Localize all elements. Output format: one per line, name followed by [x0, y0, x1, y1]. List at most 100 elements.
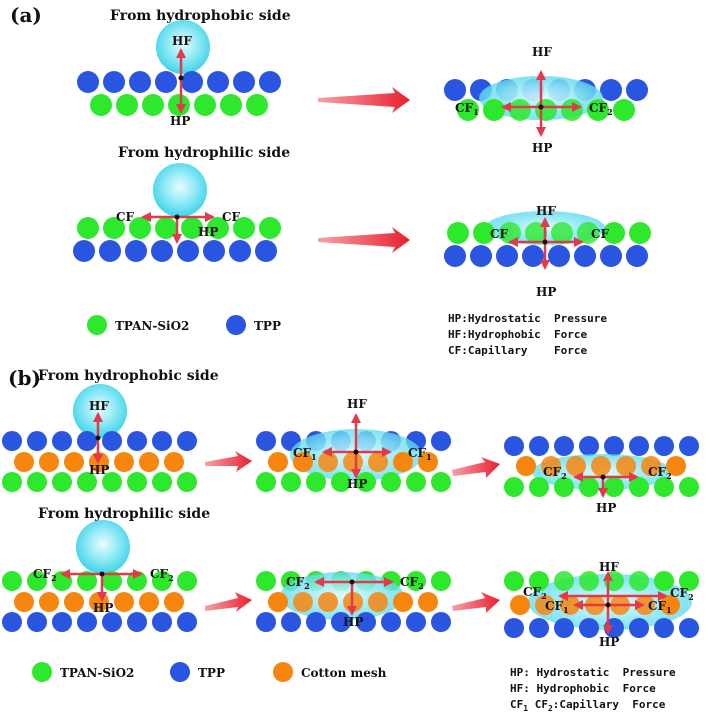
- legend-green-label: TPAN-SiO2: [60, 666, 134, 680]
- hf-label: HF: [599, 560, 619, 574]
- blue-particle-row: [444, 245, 648, 267]
- b-hydrophobic-middle: HF HP CF1 CF1: [256, 397, 451, 492]
- svg-text:CF2: CF2: [286, 575, 310, 591]
- b-hydrophilic-after: HF HP CF2 CF2 CF1 CF1: [504, 560, 699, 649]
- note-cf: CF:Capillary Force: [448, 344, 587, 357]
- cf-label: CF: [591, 227, 610, 241]
- a-hydrophobic-after: HF HP CF1 CF2: [444, 45, 648, 155]
- transition-arrow: [452, 457, 500, 478]
- blue-particle-row: [2, 431, 197, 451]
- hf-label: HF: [89, 399, 109, 413]
- water-droplet: [73, 384, 127, 438]
- svg-text:CF1: CF1: [455, 101, 479, 117]
- panel-a-label: (a): [10, 3, 42, 27]
- transition-arrow: [452, 592, 500, 613]
- green-particle-row: [77, 217, 281, 239]
- a-hydrophilic-after: HF CF CF HP: [444, 204, 651, 299]
- panel-b-hydrophobic-heading: From hydrophobic side: [38, 368, 219, 384]
- panel-a: (a) From hydrophobic side HF HP: [10, 3, 651, 357]
- legend-blue-swatch: [170, 662, 190, 682]
- note-hp: HP: Hydrostatic Pressure: [510, 666, 676, 679]
- hp-label: HP: [343, 615, 363, 629]
- blue-particle-row: [73, 240, 277, 262]
- green-particle-row: [2, 571, 197, 591]
- a-hydrophobic-before: HF HP: [77, 20, 281, 128]
- green-particle-row: [2, 472, 197, 492]
- hp-label: HP: [536, 285, 556, 299]
- svg-text:CF2: CF2: [648, 465, 672, 481]
- panel-b-legend: TPAN-SiO2 TPP Cotton mesh: [32, 662, 387, 682]
- cf-label: CF: [116, 210, 135, 224]
- cf-label: CF: [222, 210, 241, 224]
- hp-label: HP: [532, 141, 552, 155]
- panel-b-hydrophilic-heading: From hydrophilic side: [38, 506, 210, 522]
- legend-orange-swatch: [273, 662, 293, 682]
- water-droplet: [153, 163, 207, 217]
- hp-label: HP: [170, 114, 190, 128]
- hp-label: HP: [347, 477, 367, 491]
- cf1-sub: 1: [473, 107, 479, 117]
- b-hydrophilic-before: CF2 CF2 HP: [2, 520, 197, 632]
- panel-a-legend: TPAN-SiO2 TPP: [87, 315, 281, 335]
- transition-arrow: [318, 87, 410, 113]
- green-particle-row: [504, 571, 699, 591]
- blue-particle-row: [2, 612, 197, 632]
- svg-text:CF1: CF1: [408, 446, 432, 462]
- panel-b: (b) From hydrophobic side: [2, 366, 699, 713]
- hf-label: HF: [532, 45, 552, 59]
- panel-a-notes: HP:Hydrostatic Pressure HF:Hydrophobic F…: [448, 312, 607, 357]
- note-hf: HF: Hydrophobic Force: [510, 682, 656, 695]
- panel-a-hydrophilic-heading: From hydrophilic side: [118, 145, 290, 161]
- note-hp: HP:Hydrostatic Pressure: [448, 312, 607, 325]
- hp-label: HP: [89, 463, 109, 477]
- green-particle-row: [256, 472, 451, 492]
- transition-arrow: [205, 451, 252, 472]
- orange-particle-row: [268, 452, 438, 472]
- orange-particle-row: [14, 592, 184, 612]
- a-hydrophilic-before: CF CF HP: [73, 163, 281, 262]
- cf2-sub: 2: [607, 107, 613, 117]
- hf-label: HF: [536, 204, 556, 218]
- hp-label: HP: [198, 225, 218, 239]
- legend-green-label: TPAN-SiO2: [115, 319, 189, 333]
- legend-blue-swatch: [226, 315, 246, 335]
- svg-text:CF1: CF1: [648, 599, 672, 615]
- hp-label: HP: [596, 501, 616, 515]
- transition-arrow: [318, 227, 410, 253]
- note-cf: CF1 CF2:Capillary Force: [510, 698, 666, 713]
- svg-text:CF2: CF2: [33, 567, 57, 583]
- orange-particle-row: [516, 456, 686, 476]
- svg-text:CF2: CF2: [670, 586, 694, 602]
- svg-text:CF2: CF2: [150, 567, 174, 583]
- green-particle-row: [90, 94, 268, 116]
- panel-b-label: (b): [8, 366, 41, 390]
- note-hf: HF:Hydrophobic Force: [448, 328, 587, 341]
- water-droplet: [76, 520, 130, 574]
- b-hydrophilic-middle: CF2 CF2 HP: [256, 571, 451, 632]
- green-particle-row: [447, 222, 651, 244]
- svg-text:CF2: CF2: [400, 575, 424, 591]
- legend-orange-label: Cotton mesh: [301, 666, 387, 680]
- svg-text:CF1: CF1: [545, 599, 569, 615]
- green-particle-row: [504, 477, 699, 497]
- transition-arrow: [205, 592, 252, 612]
- hp-label: HP: [93, 601, 113, 615]
- blue-particle-row: [77, 71, 281, 93]
- cf2-label: CF: [589, 101, 608, 115]
- panel-a-hydrophobic-heading: From hydrophobic side: [110, 8, 291, 24]
- water-droplet: [156, 20, 210, 74]
- b-hydrophobic-before: HF HP: [2, 384, 197, 492]
- cf-label: CF: [490, 227, 509, 241]
- cf1-label: CF: [455, 101, 474, 115]
- blue-particle-row: [256, 612, 451, 632]
- b-hydrophobic-after: CF2 CF2 HP: [504, 436, 699, 515]
- panel-b-notes: HP: Hydrostatic Pressure HF: Hydrophobic…: [510, 666, 676, 713]
- svg-text:CF2: CF2: [543, 465, 567, 481]
- blue-particle-row: [504, 436, 699, 456]
- hp-label: HP: [599, 635, 619, 649]
- legend-green-swatch: [32, 662, 52, 682]
- svg-text:CF2: CF2: [523, 585, 547, 601]
- svg-text:CF2: CF2: [589, 101, 613, 117]
- legend-blue-label: TPP: [198, 666, 225, 680]
